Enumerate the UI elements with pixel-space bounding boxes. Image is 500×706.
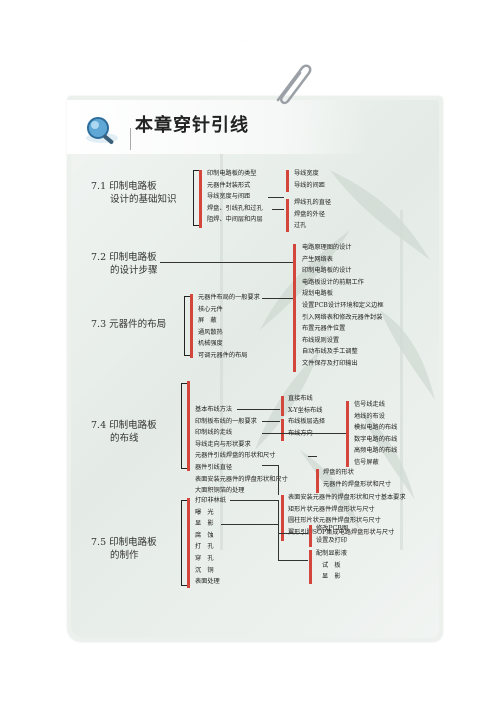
connector-7-5a-h2 [278,533,308,534]
connector-7-4c [262,433,346,434]
connector-7-3 [262,298,293,299]
connector-7-4d [308,456,317,457]
redbar-7-1 [199,170,202,228]
section-title-7-2: 7.2 印制电路板 的设计步骤 [91,252,158,276]
redbar-7-4-sub-b [281,419,284,441]
section-title-7-1: 7.1 印制电路板 设计的基础知识 [91,181,177,205]
list-7-4-sub-b: 布线板层选择 布线方向 [288,418,326,437]
redbar-7-5 [187,498,190,588]
page-watermark-bottom: · [242,660,244,666]
section-title-7-5: 7.5 印制电路板 的制作 [91,537,157,561]
redbar-7-1-sub-b [286,199,289,232]
connector-7-5a [230,500,278,501]
section-title-7-4: 7.4 印制电路板 的布线 [91,420,157,444]
paperclip-icon [276,64,312,105]
list-7-2: 电路原理图的设计 产生网络表 印制电路板的设计 电路板设计的前期工作 规划电路板… [302,244,384,367]
list-7-5-sub-b: 配制显影液 试 板 显 影 [316,550,347,581]
connector-7-5b-v [278,533,279,560]
brace-7-5 [181,500,191,586]
brace-7-4 [181,383,191,469]
redbar-7-4-sub-e [281,495,284,541]
redbar-7-1-sub-a [286,170,289,192]
list-7-1-sub-b: 焊线孔的直径 焊盘的外径 过孔 [294,199,332,230]
redbar-7-5-sub-b [309,550,312,584]
list-7-1: 印制电路板的类型 元器件封装形式 导线宽度与间距 焊盘、引线孔和过孔 阻焊、中间… [207,170,263,224]
list-7-4-sub-d: 焊盘的形状 元器件的焊盘形状和尺寸 [323,469,392,488]
brace-7-3 [184,296,194,356]
redbar-7-3 [190,294,193,358]
list-7-3: 元器件布局的一般要求 核心元件 屏 蔽 通风散热 机械强度 可调元器件的布局 [198,294,260,359]
connector-7-5a-v [278,500,279,533]
connector-7-4e [262,465,278,466]
page-title: 本章穿针引线 [135,115,249,136]
redbar-7-4-sub-c [346,401,349,467]
list-7-4-sub-e: 表面安装元器件的焊盘形状和尺寸基本要求 矩形片状元器件焊盘形状与尺寸 圆柱形片状… [288,494,406,536]
connector-7-1a [268,197,284,198]
list-7-4-sub-a: 直接布线 X-Y坐标布线 [288,395,323,414]
list-7-4: 基本布线方法 印制板布线的一般要求 印制线的走线 导线走向与形状要求 元器件引线… [195,406,288,495]
connector-7-4e-v [278,465,279,495]
redbar-7-4 [187,381,190,471]
page-watermark-top: · [242,38,244,44]
connector-7-1b [272,209,284,210]
redbar-7-2 [293,244,296,372]
list-7-5-sub-a: 修改PCB图 设置及打印 [316,525,349,544]
connector-7-5b-h2 [278,560,308,561]
connector-7-4b [262,421,280,422]
title-rule [130,128,131,150]
list-7-4-sub-c: 信号线走线 地线的布设 模拟电路的布线 数字电路的布线 高频电路的布线 信号屏蔽 [354,401,398,466]
redbar-7-4-sub-a [281,396,284,416]
magnifier-icon [86,117,118,144]
connector-7-5b [221,524,278,525]
connector-7-4a [237,409,280,410]
list-7-1-sub-a: 导线宽度 导线的间距 [294,170,325,189]
section-title-7-3: 7.3 元器件的布局 [91,319,167,330]
redbar-7-4-sub-d [316,469,319,493]
list-7-5: 打印非林纸 曝 光 显 影 腐 蚀 打 孔 穿 孔 沉 铜 表面处理 [195,497,226,586]
brace-7-1 [193,170,203,226]
connector-7-2 [160,262,293,263]
title-band [67,100,367,154]
redbar-7-5-sub-a [309,525,312,547]
